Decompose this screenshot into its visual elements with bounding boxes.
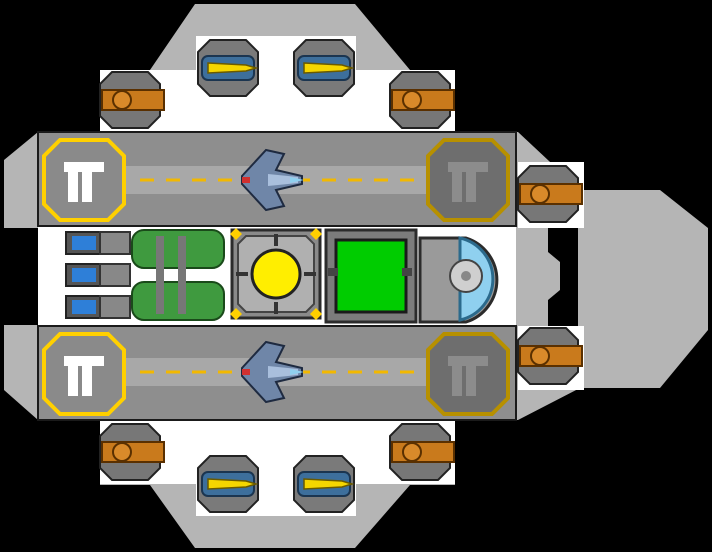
thruster-icon[interactable] [65,231,131,319]
missile-launcher-icon[interactable] [293,455,355,513]
helipad-marker-white-icon [42,332,126,416]
fighter-drone-icon[interactable] [241,148,304,212]
cannon-turret-icon[interactable] [517,327,583,385]
missile-launcher-icon[interactable] [293,39,355,97]
helipad-marker-white-icon [42,138,126,222]
cannon-turret-icon[interactable] [389,71,455,129]
missile-launcher-icon[interactable] [197,39,259,97]
reactor-core-icon[interactable] [230,228,322,320]
hull-notch [548,226,578,328]
cannon-turret-icon[interactable] [99,71,165,129]
cannon-turret-icon[interactable] [517,165,583,223]
cockpit-dome-icon[interactable] [418,236,499,324]
helipad-marker-gold-icon [426,332,510,416]
helipad-marker-gold-icon [426,138,510,222]
fighter-drone-icon[interactable] [241,340,304,404]
engine-tanks-icon[interactable] [131,229,225,321]
cannon-turret-icon[interactable] [99,423,165,481]
shield-system-icon[interactable] [324,228,418,324]
cannon-turret-icon[interactable] [389,423,455,481]
missile-launcher-icon[interactable] [197,455,259,513]
